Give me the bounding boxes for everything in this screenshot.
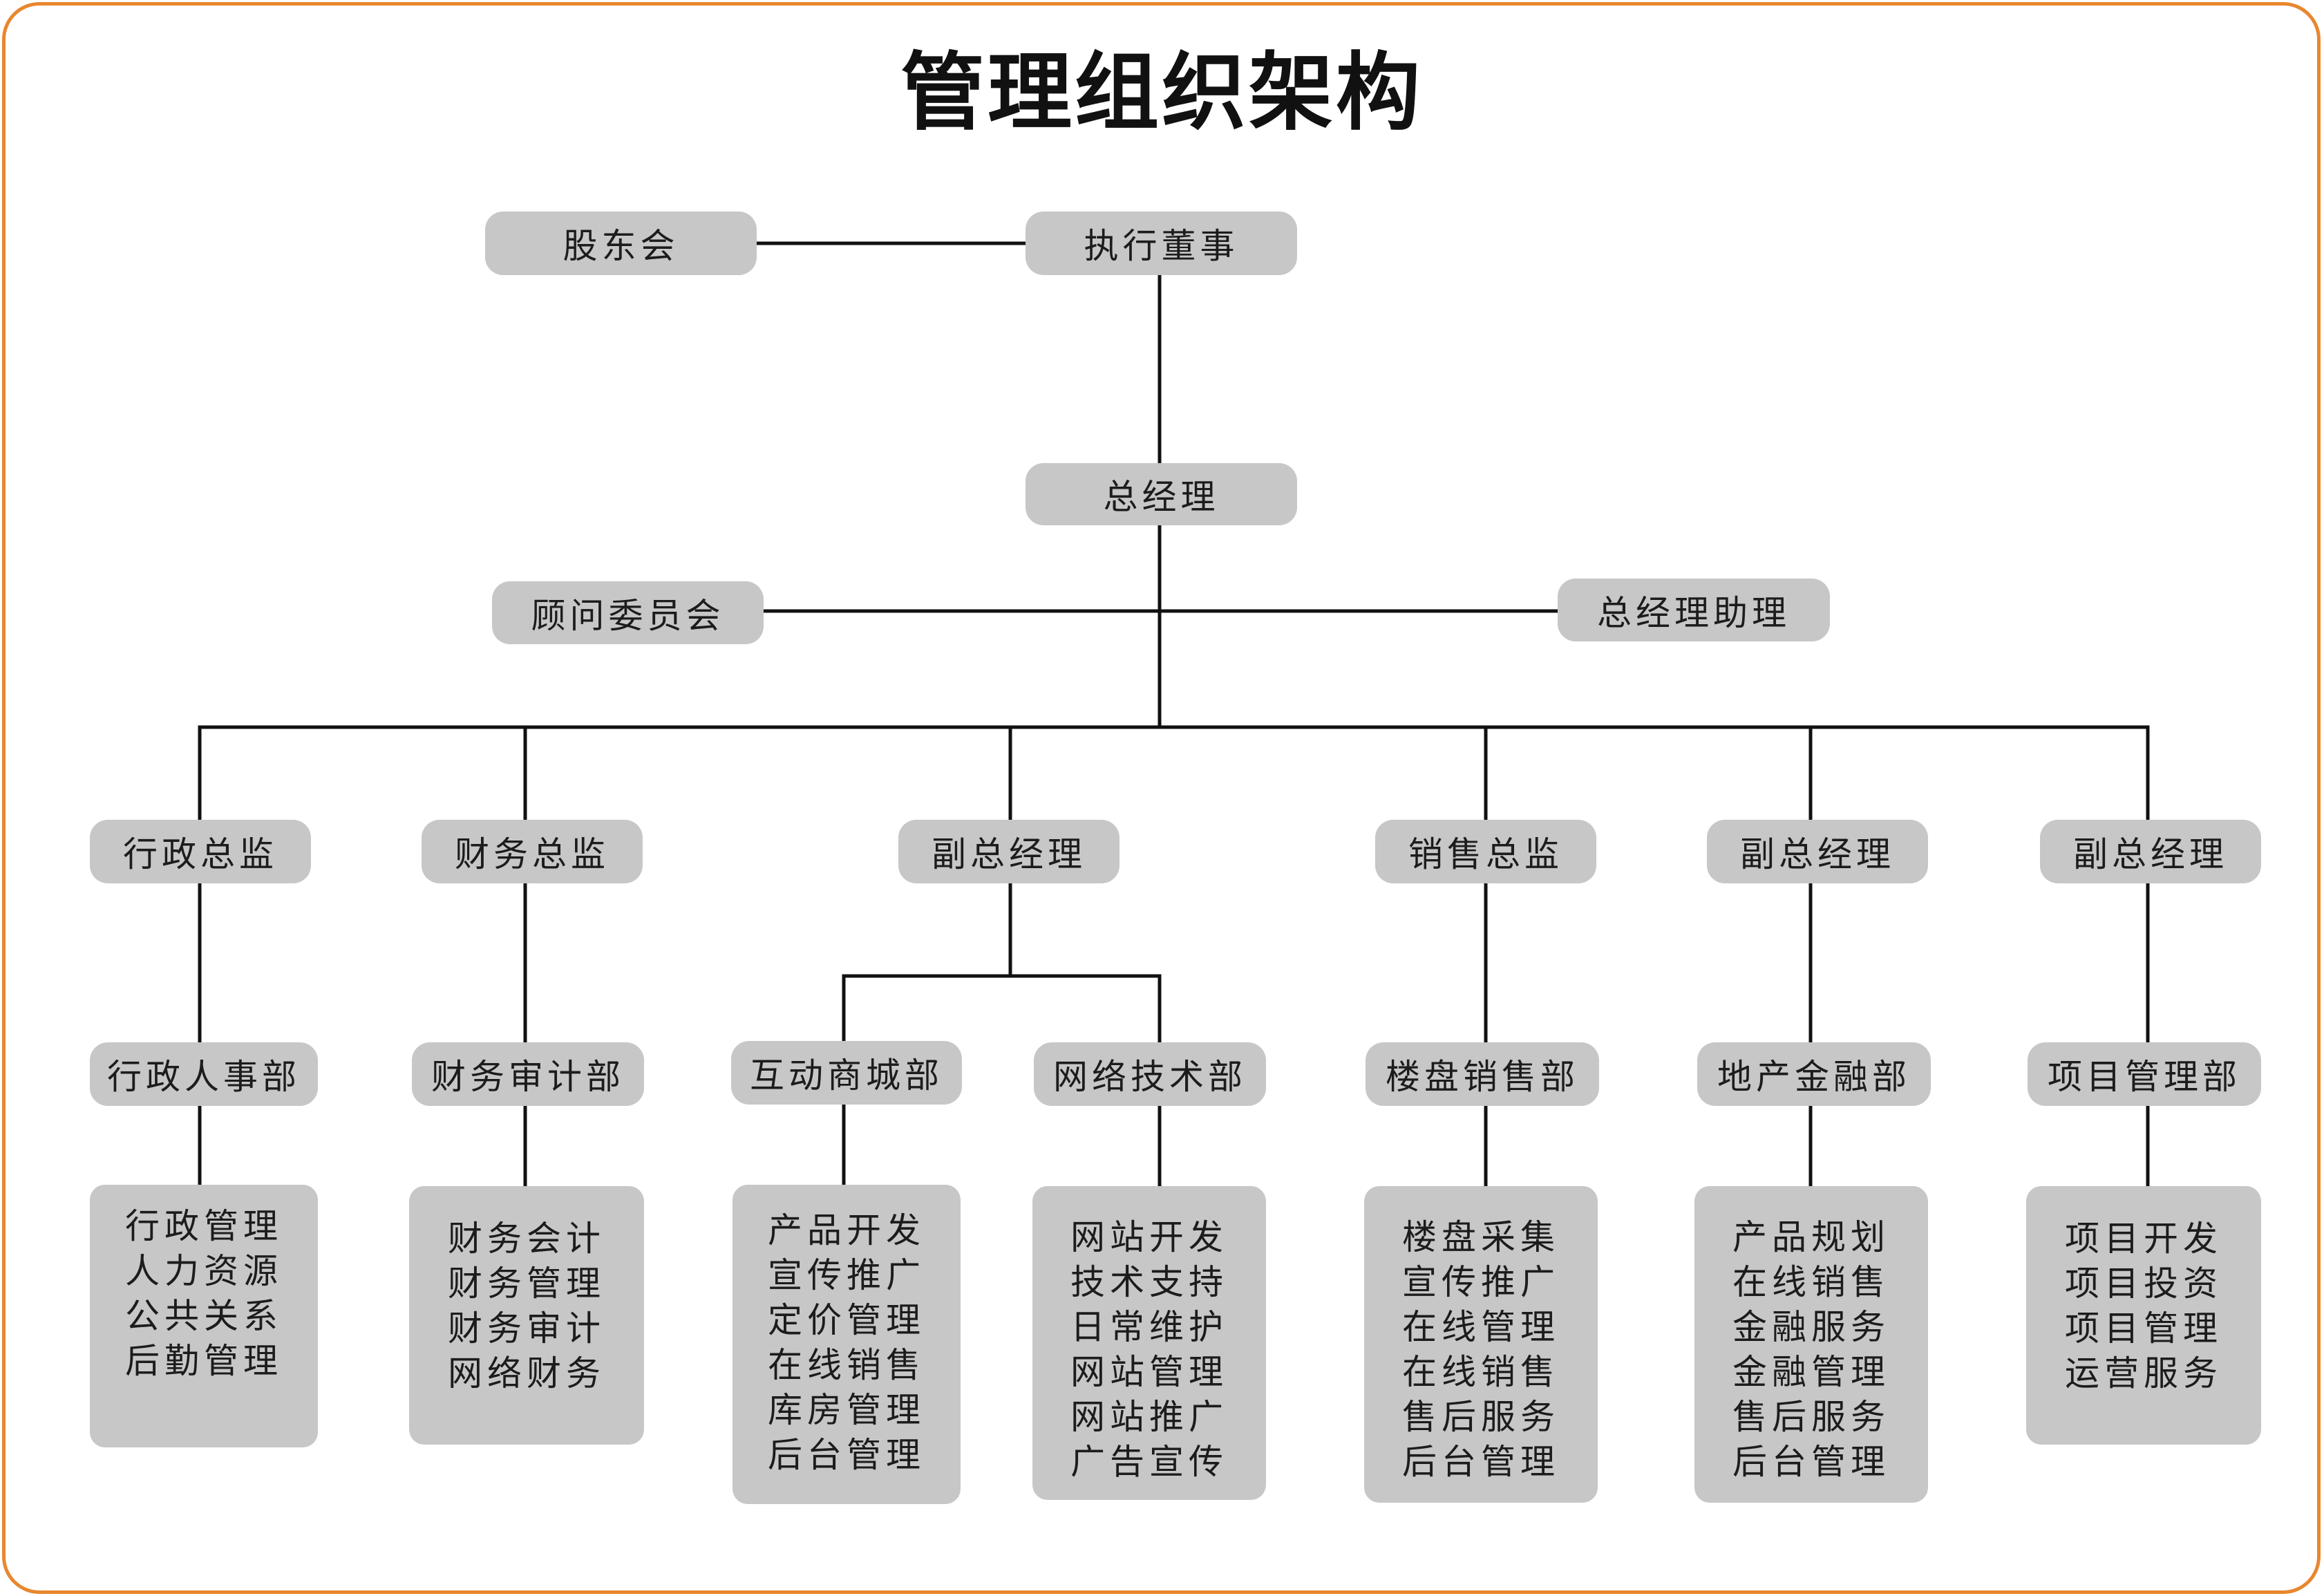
function-item: 产品开发 [768, 1210, 925, 1250]
function-item: 产品规划 [1732, 1217, 1890, 1257]
function-item: 楼盘采集 [1402, 1217, 1560, 1257]
function-item: 网络财务 [448, 1353, 605, 1393]
function-item: 后台管理 [1402, 1442, 1560, 1482]
node-director-vp3: 副总经理 [2040, 820, 2261, 883]
function-item: 后台管理 [1732, 1442, 1890, 1482]
function-item: 网站推广 [1070, 1397, 1228, 1437]
function-list-interactive-mall: 产品开发 宣传推广 定价管理 在线销售 库房管理 后台管理 [733, 1185, 961, 1504]
function-item: 广告宣传 [1070, 1442, 1228, 1482]
node-general-manager: 总经理 [1026, 463, 1297, 525]
node-gm-assistant: 总经理助理 [1558, 579, 1830, 641]
node-dept-property-sales: 楼盘销售部 [1366, 1042, 1599, 1106]
node-dept-project-mgmt: 项目管理部 [2028, 1042, 2261, 1106]
function-item: 金融管理 [1732, 1352, 1890, 1392]
function-item: 库房管理 [768, 1390, 925, 1430]
function-item: 公共关系 [125, 1296, 283, 1336]
function-item: 财务审计 [448, 1308, 605, 1349]
function-item: 定价管理 [768, 1300, 925, 1340]
node-dept-real-estate-finance: 地产金融部 [1697, 1042, 1931, 1106]
function-item: 在线销售 [1402, 1352, 1560, 1392]
function-item: 在线销售 [768, 1345, 925, 1385]
function-item: 网站管理 [1070, 1352, 1228, 1392]
function-item: 运营服务 [2065, 1353, 2222, 1393]
function-item: 项目投资 [2065, 1264, 2222, 1304]
node-director-vp1: 副总经理 [898, 820, 1120, 883]
function-list-finance-audit: 财务会计 财务管理 财务审计 网络财务 [409, 1186, 644, 1445]
function-item: 技术支持 [1070, 1262, 1228, 1302]
node-director-finance: 财务总监 [422, 820, 643, 883]
chart-title: 管理组织架构 [900, 42, 1423, 142]
function-item: 项目开发 [2065, 1219, 2222, 1259]
node-advisory-committee: 顾问委员会 [492, 581, 764, 644]
function-item: 在线销售 [1732, 1262, 1890, 1302]
function-item: 售后服务 [1732, 1397, 1890, 1437]
function-item: 财务会计 [448, 1219, 605, 1259]
function-item: 网站开发 [1070, 1217, 1228, 1257]
function-item: 售后服务 [1402, 1397, 1560, 1437]
node-executive-director: 执行董事 [1026, 212, 1297, 275]
function-list-admin-hr: 行政管理 人力资源 公共关系 后勤管理 [90, 1185, 318, 1447]
function-item: 项目管理 [2065, 1308, 2222, 1349]
function-list-real-estate-finance: 产品规划 在线销售 金融服务 金融管理 售后服务 后台管理 [1694, 1186, 1928, 1503]
function-list-project-mgmt: 项目开发 项目投资 项目管理 运营服务 [2026, 1186, 2261, 1445]
node-director-sales: 销售总监 [1375, 820, 1596, 883]
function-item: 财务管理 [448, 1264, 605, 1304]
function-item: 宣传推广 [768, 1255, 925, 1295]
function-item: 后勤管理 [125, 1341, 283, 1381]
function-list-property-sales: 楼盘采集 宣传推广 在线管理 在线销售 售后服务 后台管理 [1364, 1186, 1598, 1503]
node-director-vp2: 副总经理 [1707, 820, 1928, 883]
function-item: 行政管理 [125, 1206, 283, 1246]
function-item: 日常维护 [1070, 1307, 1228, 1347]
function-item: 金融服务 [1732, 1307, 1890, 1347]
node-shareholders: 股东会 [485, 212, 757, 275]
function-item: 后台管理 [768, 1435, 925, 1475]
node-dept-finance-audit: 财务审计部 [412, 1042, 644, 1106]
node-dept-interactive-mall: 互动商城部 [731, 1041, 962, 1105]
function-item: 人力资源 [125, 1251, 283, 1291]
function-item: 宣传推广 [1402, 1262, 1560, 1302]
function-list-network-tech: 网站开发 技术支持 日常维护 网站管理 网站推广 广告宣传 [1032, 1186, 1266, 1500]
function-item: 在线管理 [1402, 1307, 1560, 1347]
node-director-admin: 行政总监 [90, 820, 311, 883]
node-dept-network-tech: 网络技术部 [1034, 1042, 1266, 1106]
node-dept-admin-hr: 行政人事部 [90, 1042, 318, 1106]
